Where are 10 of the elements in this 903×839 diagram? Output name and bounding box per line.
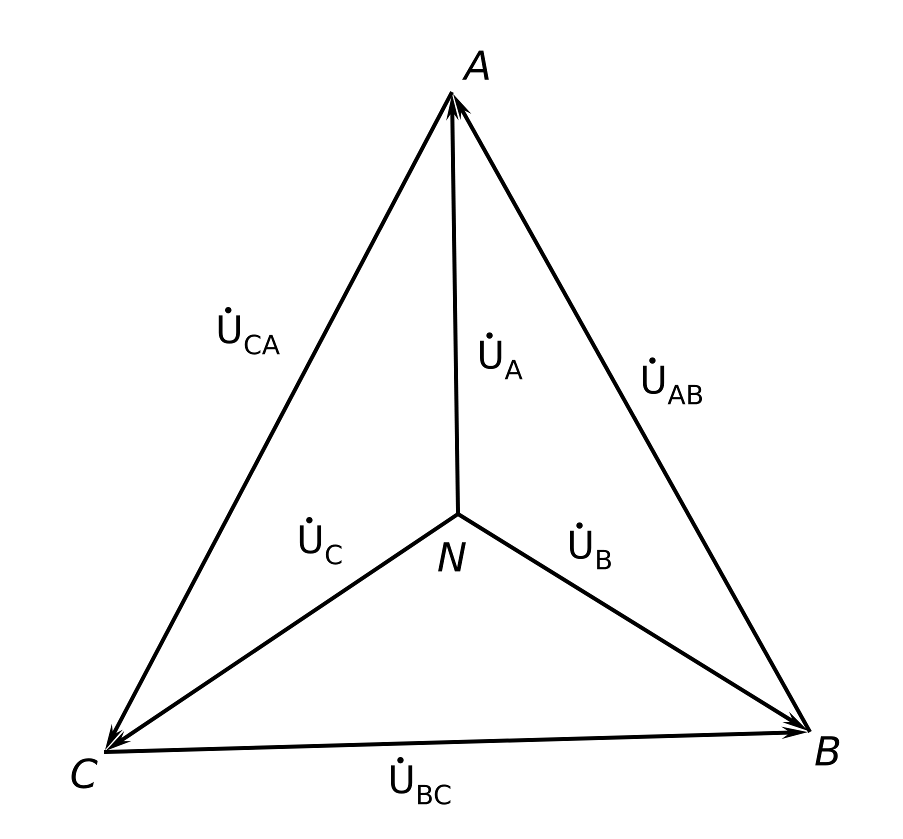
edge-label: U$_{C}$ bbox=[296, 516, 344, 566]
vertex-label: C bbox=[72, 758, 98, 788]
edge-label: U$_{AB}$ bbox=[638, 357, 706, 406]
edge-label: U$_{CA}$ bbox=[214, 306, 282, 356]
vertex-label: A bbox=[462, 50, 489, 80]
edge-label: U$_{BC}$ bbox=[386, 756, 454, 806]
vertex-label: N bbox=[438, 542, 466, 572]
edge-label: U$_{A}$ bbox=[476, 332, 524, 380]
vertex-label: B bbox=[815, 736, 840, 766]
edge-label: U$_{B}$ bbox=[566, 522, 614, 570]
